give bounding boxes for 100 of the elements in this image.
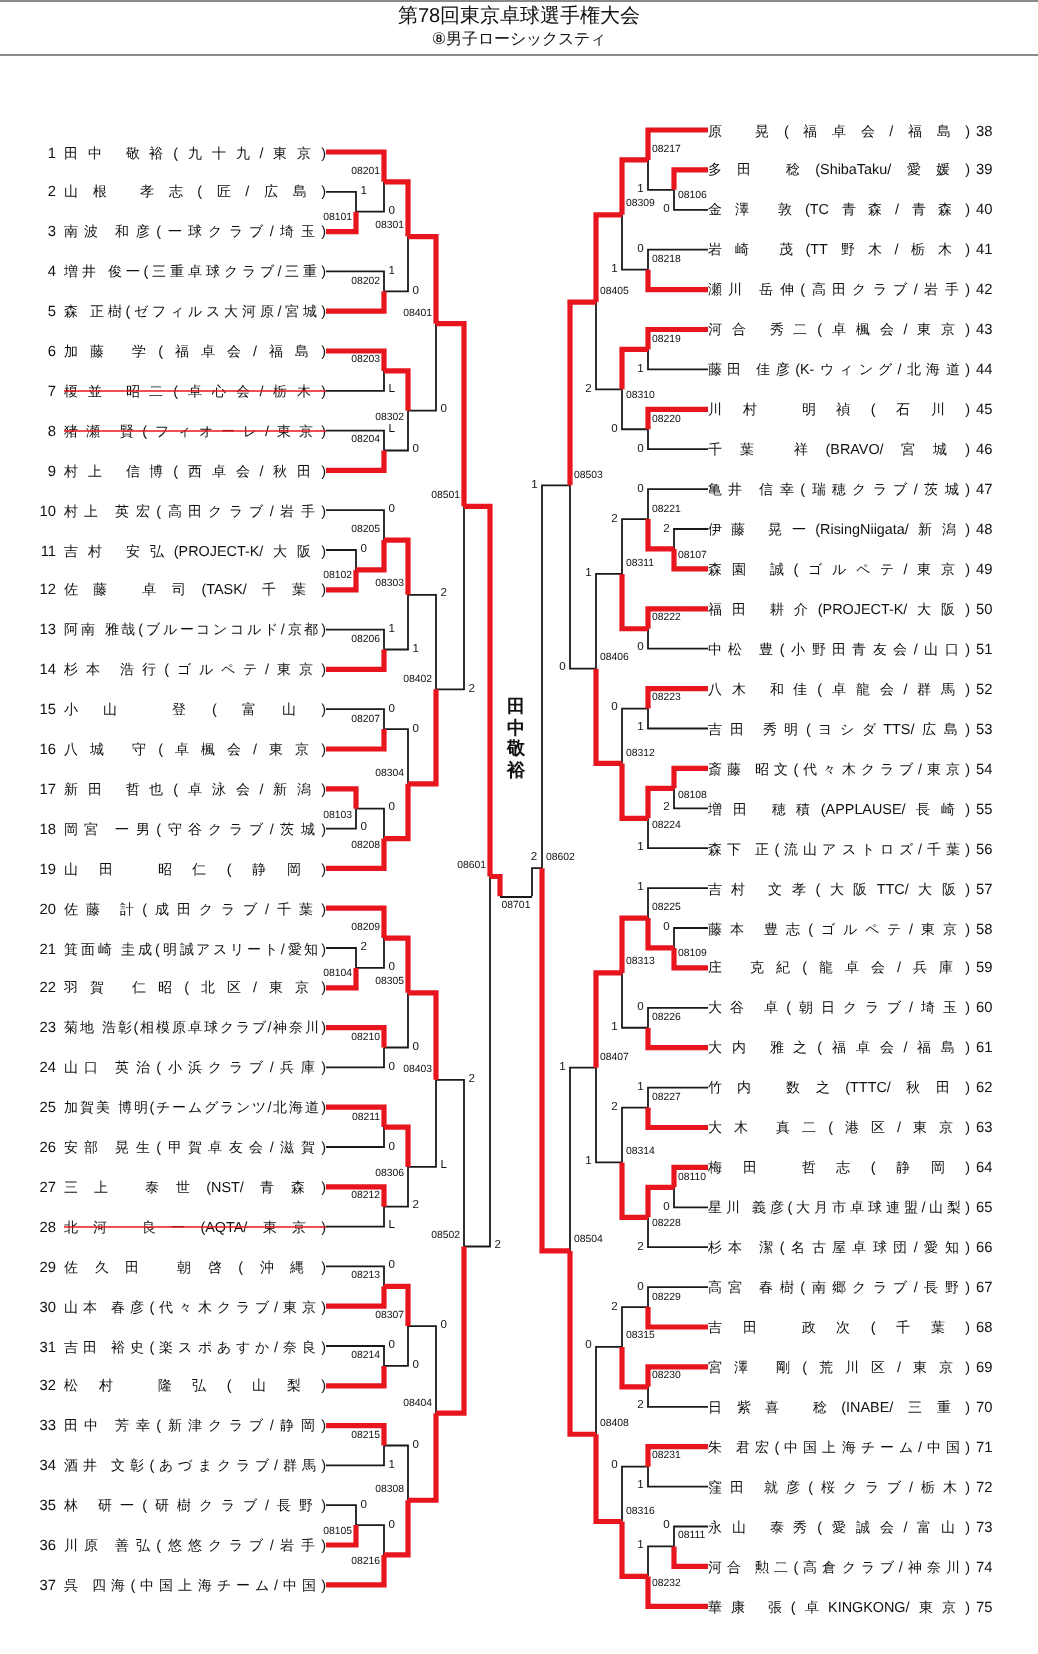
bracket-line (326, 1525, 359, 1548)
bracket-line (647, 348, 709, 371)
bracket-line (645, 686, 708, 709)
bracket-line (326, 291, 387, 314)
bracket-line (407, 1078, 437, 1168)
bracket-line (619, 1521, 648, 1579)
bracket-line (464, 503, 493, 877)
bracket-line (435, 1078, 465, 1248)
bracket-line (326, 149, 387, 182)
bracket-line (326, 786, 359, 809)
bracket-line (408, 234, 439, 324)
bracket-line (356, 540, 387, 573)
bracket-line (384, 783, 411, 842)
bracket-line (647, 1465, 709, 1488)
bracket-line (645, 785, 674, 819)
bracket-line (541, 484, 571, 870)
bracket-line (647, 159, 675, 191)
bracket-line (673, 188, 709, 211)
bracket-line (621, 1106, 649, 1164)
bracket-line (325, 1345, 385, 1367)
bracket-line (436, 1246, 467, 1416)
bracket-line (325, 708, 385, 730)
bracket-line (407, 322, 437, 412)
bracket-line (384, 537, 411, 595)
bracket-line (383, 728, 409, 785)
bracket-line (325, 628, 385, 651)
bracket-line (645, 326, 708, 350)
bracket-line (671, 1546, 708, 1569)
bracket-line (355, 1524, 385, 1556)
bracket-line (326, 569, 359, 593)
bracket-line (595, 1346, 623, 1436)
bracket-line (647, 248, 709, 271)
bracket-line (325, 1126, 385, 1148)
bracket-line (671, 765, 708, 789)
bracket-line (383, 1166, 409, 1208)
bracket-line (645, 1576, 708, 1609)
bracket-line (325, 370, 385, 392)
bracket-line (593, 1434, 622, 1525)
bracket-line (621, 518, 649, 575)
diagram-title: 第78回東京卓球選手権大会 (397, 6, 641, 28)
bracket-line (326, 1554, 387, 1588)
bracket-line (325, 190, 357, 213)
subtitle: ⑧男子ローシックスティ (431, 30, 607, 48)
bracket-line (645, 1107, 708, 1131)
bracket-line (647, 1006, 709, 1029)
bracket-line (325, 429, 385, 452)
champion-name: 田中敬裕 (506, 696, 526, 781)
bracket-line (531, 867, 543, 898)
bracket-line (326, 348, 387, 371)
bracket-line (645, 519, 674, 552)
bracket-line (326, 838, 387, 871)
bracket-line (569, 484, 597, 670)
bracket-line (593, 970, 622, 1068)
bracket-line (621, 1465, 649, 1523)
bracket-line (325, 1265, 385, 1288)
bracket-line (408, 689, 439, 787)
bracket-line (645, 1364, 708, 1387)
bracket-line (325, 1504, 357, 1526)
bracket-line (619, 573, 648, 632)
bracket-line (326, 649, 387, 672)
bracket-line (569, 1066, 597, 1252)
bracket-line (647, 1286, 709, 1308)
bracket-line (621, 972, 649, 1029)
bracket-line (355, 807, 385, 840)
bracket-line (539, 868, 570, 1254)
bracket-line (326, 1365, 387, 1389)
bracket-line (671, 947, 708, 971)
bracket-line (435, 505, 465, 691)
bracket-line (384, 935, 411, 993)
bracket-line (645, 1307, 708, 1330)
bracket-line (326, 1423, 387, 1446)
bracket-line (383, 1325, 409, 1367)
bracket-line (325, 1046, 385, 1069)
bracket-line (326, 1025, 387, 1048)
bracket-line (384, 368, 411, 411)
bracket-line (407, 1325, 437, 1415)
bracket-line (325, 509, 385, 541)
bracket-line (647, 428, 709, 451)
bracket-line (645, 1184, 674, 1218)
bracket-line (621, 707, 649, 765)
bracket-line (645, 1027, 708, 1051)
bracket-line (671, 548, 708, 572)
bracket-line (408, 1413, 439, 1503)
bracket-line (567, 1250, 596, 1437)
bracket-line (325, 270, 385, 293)
bracket-line (593, 668, 622, 766)
bracket-line (383, 991, 409, 1049)
bracket-line (383, 593, 409, 651)
bracket-line (621, 388, 649, 431)
bracket-line (326, 211, 359, 235)
bracket-line (645, 1444, 708, 1467)
bracket-line (407, 593, 437, 691)
bracket-line (619, 1346, 648, 1390)
bracket-line (384, 1124, 411, 1167)
bracket-line (619, 763, 648, 821)
bracket-line (326, 1286, 387, 1309)
bracket-line (647, 1545, 675, 1578)
bracket-line (326, 1104, 387, 1128)
bracket-line (619, 157, 648, 215)
bracket-line (326, 1184, 387, 1207)
